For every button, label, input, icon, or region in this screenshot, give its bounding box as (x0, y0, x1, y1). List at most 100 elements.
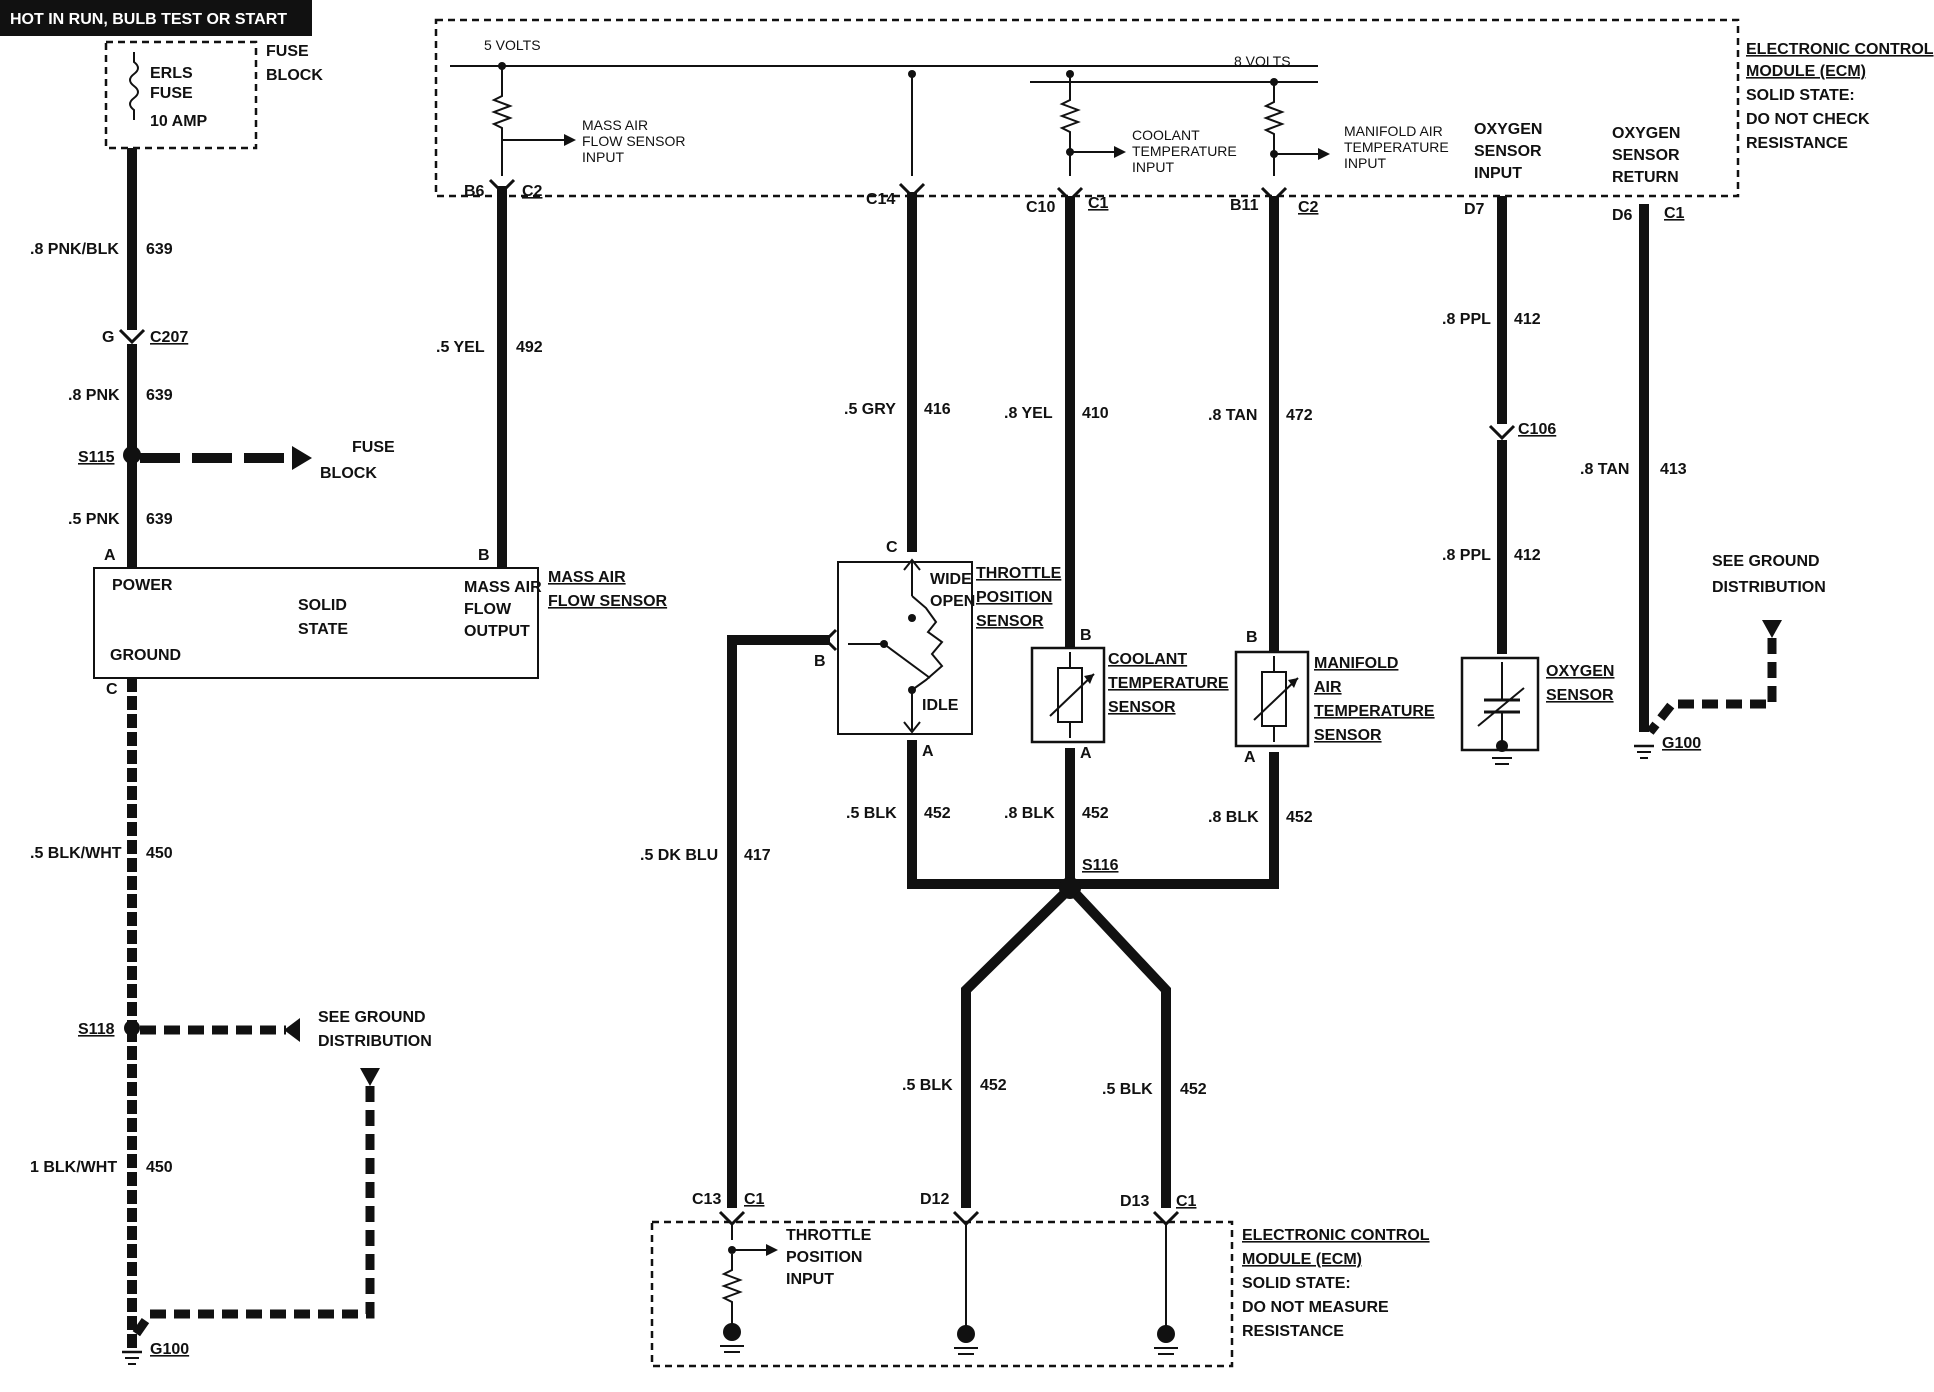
w1-circuit: 639 (146, 241, 173, 258)
wire-452-d13-circuit: 452 (1180, 1081, 1207, 1098)
pin-b6-terminal (488, 178, 516, 195)
wire-452-mat-circuit: 452 (1286, 809, 1313, 826)
fuse-block-box (104, 40, 258, 150)
conn-c207: C207 (150, 329, 188, 346)
gnd-dist-path-right (1646, 638, 1777, 735)
clt-name-1: COOLANT (1108, 651, 1187, 668)
clt-input-arrowhead (1114, 146, 1126, 158)
ecm-top-note-1: SOLID STATE: (1746, 87, 1855, 104)
wire-412-lower-gauge: .8 PPL (1442, 547, 1491, 564)
tps-wide-open-dot (908, 614, 916, 622)
connector-c106 (1488, 424, 1516, 441)
mat-pin-b: B (1246, 629, 1258, 646)
tps-pin-b-terminal (823, 628, 838, 652)
ecm-tps-input-1: THROTTLE (786, 1227, 872, 1244)
ecm-bottom-ground-d13 (1154, 1224, 1178, 1355)
w5-circuit: 450 (146, 1159, 173, 1176)
wire-412-upper-circuit: 412 (1514, 311, 1541, 328)
clt-name-3: SENSOR (1108, 699, 1176, 716)
pin-c1-b: C1 (1664, 205, 1685, 222)
tps-pin-a: A (922, 743, 934, 760)
wire-413-circuit: 413 (1660, 461, 1687, 478)
clt-input-2: TEMPERATURE (1132, 143, 1237, 159)
ecm-volts-5: 5 VOLTS (484, 37, 541, 53)
wire-416-circuit: 416 (924, 401, 951, 418)
pin-b6: B6 (464, 183, 485, 200)
mat-thermistor-icon (1253, 656, 1299, 742)
clt-thermistor-icon (1049, 652, 1095, 738)
w3-gauge: .5 PNK (68, 511, 120, 528)
pin-d12: D12 (920, 1191, 949, 1208)
pin-c2-a: C2 (522, 183, 543, 200)
w4-circuit: 450 (146, 845, 173, 862)
pin-b11-terminal (1260, 186, 1288, 203)
o2-ret-see-ground-1: SEE GROUND (1712, 553, 1820, 570)
o2-ret-2: SENSOR (1612, 147, 1680, 164)
ground-g100-right: G100 (1662, 735, 1701, 752)
maf-out-1: MASS AIR (464, 579, 542, 596)
clt-input-1: COOLANT (1132, 127, 1200, 143)
wire-417-gauge: .5 DK BLU (640, 847, 718, 864)
o2-ret-see-ground-2: DISTRIBUTION (1712, 579, 1826, 596)
ecm-bottom-ground-d12 (954, 1224, 978, 1355)
fuse-name-2: FUSE (150, 85, 193, 102)
wire-417 (727, 635, 830, 1208)
connector-c207 (118, 328, 146, 345)
fuse-name-1: ERLS (150, 65, 193, 82)
w2-gauge: .8 PNK (68, 387, 120, 404)
tps-name-1: THROTTLE (976, 565, 1062, 582)
s115-fuse-2: BLOCK (320, 465, 377, 482)
ecm-volts-8: 8 VOLTS (1234, 53, 1291, 69)
maf-power: POWER (112, 577, 173, 594)
pin-c13: C13 (692, 1191, 721, 1208)
s118-arrow (284, 1018, 300, 1042)
pin-d6: D6 (1612, 207, 1633, 224)
tps-name-2: POSITION (976, 589, 1052, 606)
ecm-bottom-note-1: SOLID STATE: (1242, 1275, 1351, 1292)
maf-pullup-resistor (491, 66, 513, 176)
wire-410-gauge: .8 YEL (1004, 405, 1053, 422)
tps-open: OPEN (930, 593, 975, 610)
ecm-top-title-1: ELECTRONIC CONTROL (1746, 41, 1934, 58)
ecm-bottom-note-2: DO NOT MEASURE (1242, 1299, 1389, 1316)
splice-s116 (1059, 877, 1081, 899)
ground-g100-left: G100 (150, 1341, 189, 1358)
wire-452-d13-gauge: .5 BLK (1102, 1081, 1153, 1098)
splice-s115-label: S115 (78, 449, 115, 466)
conn-c106: C106 (1518, 421, 1556, 438)
wire-417-circuit: 417 (744, 847, 771, 864)
mat-input-3: INPUT (1344, 155, 1386, 171)
fuse-symbol (129, 52, 139, 120)
header-title: HOT IN RUN, BULB TEST OR START (10, 11, 287, 28)
ecm-tps-input-2: POSITION (786, 1249, 862, 1266)
maf-pin-b: B (478, 547, 490, 564)
ground-symbol-g100-right (1634, 744, 1654, 759)
ecm-tps-input-3: INPUT (786, 1271, 834, 1288)
wire-452-mat-gauge: .8 BLK (1208, 809, 1259, 826)
s115-fuse-1: FUSE (352, 439, 395, 456)
header-banner (0, 0, 312, 36)
fuse-block-label-1: FUSE (266, 43, 309, 60)
clt-pin-a: A (1080, 745, 1092, 762)
ecm-bottom-title-2: MODULE (ECM) (1242, 1251, 1362, 1268)
gnd-dist-arrow-right (1762, 620, 1782, 638)
o2-box (1460, 656, 1540, 752)
tps-box (837, 561, 973, 735)
mat-name-3: TEMPERATURE (1314, 703, 1435, 720)
mat-name-4: SENSOR (1314, 727, 1382, 744)
pin-c14: C14 (866, 191, 895, 208)
wire-452-tps-gauge: .5 BLK (846, 805, 897, 822)
o2-in-2: SENSOR (1474, 143, 1542, 160)
mat-input-arrowhead (1318, 148, 1330, 160)
o2-in-1: OXYGEN (1474, 121, 1542, 138)
s118-see-ground-2: DISTRIBUTION (318, 1033, 432, 1050)
o2-name-2: SENSOR (1546, 687, 1614, 704)
mat-pullup-resistor (1263, 82, 1285, 176)
wire-452-tps (907, 740, 1070, 889)
wire-452-clt-gauge: .8 BLK (1004, 805, 1055, 822)
clt-name-2: TEMPERATURE (1108, 675, 1229, 692)
maf-solid: SOLID (298, 597, 347, 614)
mat-input-1: MANIFOLD AIR (1344, 123, 1443, 139)
gnd-dist-path-left (128, 1086, 375, 1343)
pin-c10-terminal (1056, 186, 1084, 203)
